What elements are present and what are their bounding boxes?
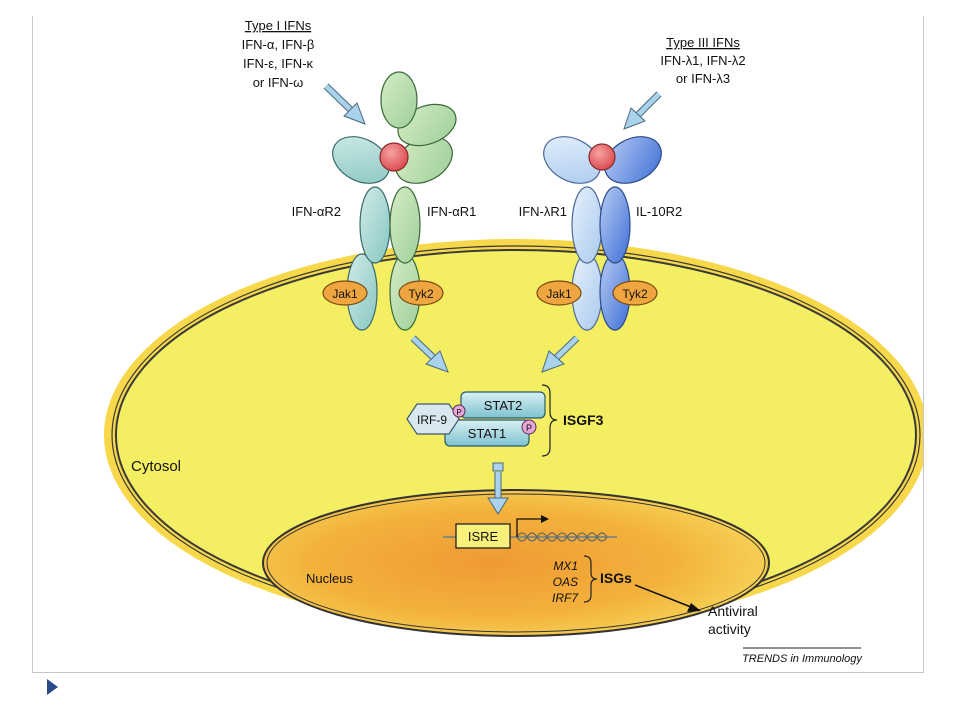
type3-jak1-label: Jak1 <box>546 287 572 301</box>
figure-frame: Jak1 Tyk2 Jak1 Tyk2 STAT2 STAT1 IRF-9 P … <box>32 16 924 673</box>
slide-bullet-icon <box>47 679 58 695</box>
type3-title: Type III IFNs <box>666 35 740 50</box>
stat1-phospho <box>521 419 537 435</box>
type1-jak1-kinase <box>322 280 368 306</box>
credit-label: TRENDS in Immunology <box>742 653 863 665</box>
type3-receptor-right-label: IL-10R2 <box>636 204 682 219</box>
isgf3-bracket <box>541 384 558 457</box>
type3-receptor <box>543 136 662 331</box>
type1-tyk2-label: Tyk2 <box>408 287 434 301</box>
type1-receptor-right-label: IFN-αR1 <box>427 204 476 219</box>
type1-ligand <box>379 142 409 172</box>
isgs-bracket <box>583 555 598 603</box>
irf9-label: IRF-9 <box>417 413 447 427</box>
cytosol-label: Cytosol <box>131 458 181 475</box>
isre-label: ISRE <box>468 529 499 544</box>
isgf3-complex: STAT2 STAT1 IRF-9 P P ISGF3 <box>406 384 604 457</box>
type1-receptor-left-label: IFN-αR2 <box>292 204 341 219</box>
stat1-phospho-label: P <box>526 423 532 433</box>
ifn-signaling-diagram: Jak1 Tyk2 Jak1 Tyk2 STAT2 STAT1 IRF-9 P … <box>33 18 923 672</box>
type3-ligand <box>588 143 616 171</box>
type1-line2: IFN-ε, IFN-κ <box>243 56 314 71</box>
type1-title: Type I IFNs <box>245 18 312 33</box>
type3-tyk2-label: Tyk2 <box>622 287 648 301</box>
type1-signal-arrow <box>410 335 449 373</box>
gene-oas: OAS <box>553 575 578 589</box>
gene-mx1: MX1 <box>553 559 578 573</box>
type3-ligand-arrow <box>623 91 662 130</box>
type1-tyk2-kinase <box>398 280 444 306</box>
stat1-label: STAT1 <box>468 426 507 441</box>
type1-jak1-label: Jak1 <box>332 287 358 301</box>
stat2-label: STAT2 <box>484 398 523 413</box>
isre-box <box>455 523 511 549</box>
isgs-label: ISGs <box>600 570 632 586</box>
gene-irf7: IRF7 <box>552 591 579 605</box>
type3-line1: IFN-λ1, IFN-λ2 <box>660 53 745 68</box>
antiviral-label-2: activity <box>708 621 751 637</box>
type3-tyk2-kinase <box>612 280 658 306</box>
nucleus-label: Nucleus <box>306 571 353 586</box>
stat2-phospho-label: P <box>456 408 461 417</box>
antiviral-arrow <box>634 584 701 612</box>
type3-receptor-left-label: IFN-λR1 <box>519 204 567 219</box>
type3-jak1-kinase <box>536 280 582 306</box>
stat2-phospho <box>452 404 466 418</box>
antiviral-label-1: Antiviral <box>708 603 758 619</box>
isgf3-label: ISGF3 <box>563 412 604 428</box>
type1-line3: or IFN-ω <box>253 75 304 90</box>
irf9-shape <box>406 403 460 435</box>
nuclear-translocation-arrow <box>487 462 509 515</box>
type1-line1: IFN-α, IFN-β <box>242 37 315 52</box>
type1-ligand-arrow <box>323 83 366 125</box>
type3-signal-arrow <box>541 335 580 373</box>
type3-line2: or IFN-λ3 <box>676 71 730 86</box>
nucleus <box>262 489 770 637</box>
